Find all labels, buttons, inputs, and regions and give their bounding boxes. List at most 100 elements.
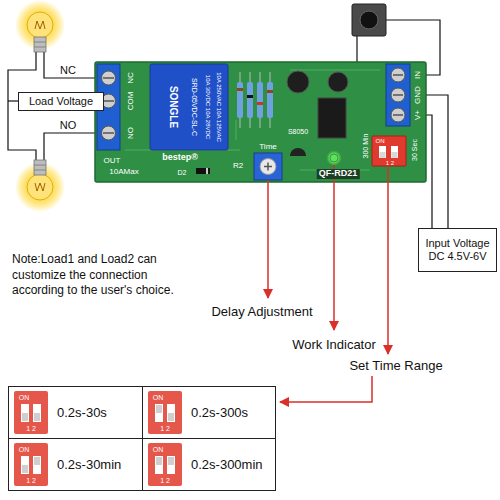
callout-label: Set Time Range xyxy=(349,359,442,373)
dip-lever xyxy=(22,465,28,473)
dip-lever xyxy=(22,413,28,421)
potentiometer-knob xyxy=(260,159,276,175)
diode xyxy=(196,168,210,174)
screw-slot xyxy=(393,114,403,116)
terminal-label: GND xyxy=(414,86,423,104)
terminal-block xyxy=(386,64,410,126)
input-voltage-box: Input Voltage DC 4.5V-6V xyxy=(418,228,497,272)
dip-switch xyxy=(14,391,48,434)
model-label: QF-RD21 xyxy=(317,169,360,179)
dip-lever xyxy=(168,457,174,465)
bulb-glass xyxy=(27,174,53,200)
dip-slot xyxy=(379,146,386,158)
wire xyxy=(44,52,97,78)
terminal-label: V+ xyxy=(414,110,423,120)
dip-marking: 1 2 xyxy=(160,425,170,433)
dip-slot xyxy=(21,404,29,422)
bulb-base xyxy=(34,37,46,52)
resistor-band xyxy=(257,102,263,105)
wire xyxy=(356,36,357,64)
dip-lever xyxy=(34,457,40,465)
push-button xyxy=(352,4,386,36)
leader-arrow xyxy=(280,376,372,402)
potentiometer xyxy=(254,153,282,180)
wire-label: NC xyxy=(60,64,76,76)
dip-marking: 1 2 xyxy=(26,425,36,433)
node-text: 0.2s-300s xyxy=(191,405,248,421)
screw-slot xyxy=(103,132,114,134)
silkscreen-text: Time xyxy=(259,143,276,152)
dip-marking: ON xyxy=(19,446,30,454)
terminal-screw xyxy=(102,71,116,85)
dip-marking: 1 2 xyxy=(386,160,394,167)
bulb-thread xyxy=(34,170,46,171)
light-bulb xyxy=(15,0,65,52)
dip-slot xyxy=(155,456,163,474)
load-voltage-box: Load Voltage xyxy=(18,92,104,111)
callout-label: Delay Adjustment xyxy=(211,305,312,319)
bulb-thread xyxy=(34,42,46,43)
terminal-label: NC xyxy=(127,72,136,84)
screw-slot xyxy=(103,77,114,79)
led-glow xyxy=(326,150,342,166)
wire xyxy=(426,115,432,228)
work-indicator-led xyxy=(330,154,338,162)
terminal-screw xyxy=(102,126,116,140)
silkscreen-text: D2 xyxy=(178,169,187,177)
resistor-band xyxy=(237,88,243,91)
callout-label: Work Indicator xyxy=(292,338,376,352)
dip-marking: ON xyxy=(376,138,385,145)
resistor-symbol xyxy=(267,82,273,118)
bulb-base xyxy=(34,160,46,175)
node-text: 0.2s-300min xyxy=(191,457,263,473)
terminal-screw xyxy=(391,88,405,102)
dip-lever xyxy=(380,152,386,158)
button-body xyxy=(352,4,386,36)
light-bulb xyxy=(15,160,65,212)
terminal-screw xyxy=(391,108,405,122)
screw-slot xyxy=(393,94,403,96)
leader-arrow xyxy=(333,165,335,330)
silkscreen-text: OUT xyxy=(104,157,121,166)
dip-switch xyxy=(372,136,406,166)
resistor-band xyxy=(247,95,253,98)
wire xyxy=(44,133,97,160)
dip-marking: ON xyxy=(153,394,164,402)
dip-lever xyxy=(168,413,174,421)
leader-arrow xyxy=(387,166,389,354)
silkscreen-text: 30 Sec xyxy=(411,139,419,161)
silkscreen-text: S8050 xyxy=(288,128,308,136)
pcb xyxy=(95,62,426,182)
note-text: Note:Load1 and Load2 can customize the c… xyxy=(12,252,197,299)
dip-slot xyxy=(33,456,41,474)
dip-switch-picture xyxy=(148,443,182,486)
bulb-thread xyxy=(34,47,46,48)
node-text: Input Voltage DC 4.5V-6V xyxy=(421,237,494,263)
terminal-label: NO xyxy=(127,127,136,139)
bulb-thread xyxy=(34,165,46,166)
resistor-band xyxy=(267,90,273,93)
resistor-row xyxy=(237,72,273,128)
relay-module-board xyxy=(95,62,426,182)
resistor-symbol xyxy=(237,82,243,118)
node-text: 0.2s-30min xyxy=(57,457,121,473)
diode-band xyxy=(206,168,208,174)
relay-marking: SONGLE xyxy=(168,86,179,128)
dip-lever xyxy=(156,457,162,465)
relay-marking: 10A 250VAC 10A 125VAC xyxy=(216,72,223,142)
transistor xyxy=(290,148,306,156)
relay-marking: 10A 30VDC 10A 28VDC xyxy=(205,75,212,139)
terminal-label: COM xyxy=(127,92,136,111)
dip-switch-picture xyxy=(14,391,48,434)
dip-slot xyxy=(391,146,398,158)
dip-slot xyxy=(155,404,163,422)
button-cap xyxy=(360,11,378,29)
dip-switch xyxy=(148,443,182,486)
wire xyxy=(426,95,448,228)
bulb-filament xyxy=(35,21,45,29)
ic-chip xyxy=(318,98,346,138)
resistor-symbol xyxy=(257,82,263,118)
screw-slot xyxy=(393,74,403,76)
resistor-symbol xyxy=(247,82,253,118)
bulb-filament xyxy=(35,183,45,191)
